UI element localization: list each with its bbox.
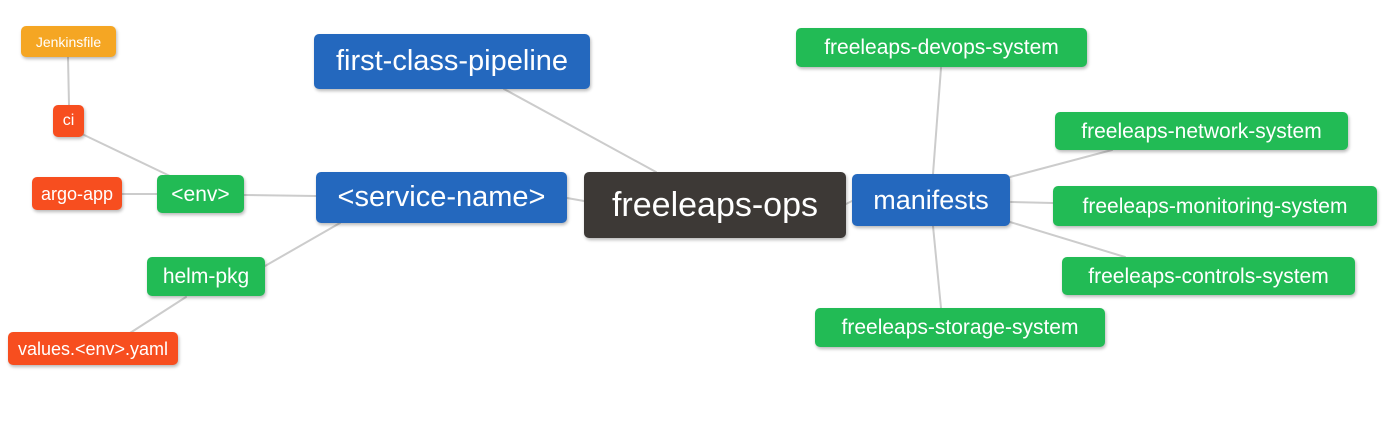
edge-first-class-pipeline-root bbox=[503, 88, 657, 173]
node-helm-pkg[interactable]: helm-pkg bbox=[147, 257, 265, 296]
edge-manifests-devops-system bbox=[932, 67, 942, 175]
edge-service-name-root bbox=[566, 197, 585, 202]
node-manifests[interactable]: manifests bbox=[852, 174, 1010, 226]
node-first-class-pipeline[interactable]: first-class-pipeline bbox=[314, 34, 590, 89]
edge-manifests-monitoring-system bbox=[1010, 201, 1054, 204]
node-ci[interactable]: ci bbox=[53, 105, 84, 137]
edge-helm-pkg-service-name bbox=[264, 222, 341, 267]
node-monitoring-system[interactable]: freeleaps-monitoring-system bbox=[1053, 186, 1377, 226]
node-values-env-yaml[interactable]: values.<env>.yaml bbox=[8, 332, 178, 365]
edge-root-manifests bbox=[845, 200, 853, 205]
edge-jenkinsfile-ci bbox=[67, 56, 70, 106]
node-argo-app[interactable]: argo-app bbox=[32, 177, 122, 210]
edge-env-service-name bbox=[243, 194, 317, 197]
node-devops-system[interactable]: freeleaps-devops-system bbox=[796, 28, 1087, 67]
edge-ci-env bbox=[81, 133, 173, 178]
node-root-freeleaps-ops[interactable]: freeleaps-ops bbox=[584, 172, 846, 238]
edge-manifests-network-system bbox=[1009, 149, 1113, 178]
edge-manifests-storage-system bbox=[932, 225, 942, 309]
node-jenkinsfile[interactable]: Jenkinsfile bbox=[21, 26, 116, 57]
edge-manifests-controls-system bbox=[1009, 221, 1126, 258]
edge-values-helm-pkg bbox=[129, 296, 187, 334]
node-controls-system[interactable]: freeleaps-controls-system bbox=[1062, 257, 1355, 295]
node-network-system[interactable]: freeleaps-network-system bbox=[1055, 112, 1348, 150]
node-env[interactable]: <env> bbox=[157, 175, 244, 213]
node-storage-system[interactable]: freeleaps-storage-system bbox=[815, 308, 1105, 347]
node-service-name[interactable]: <service-name> bbox=[316, 172, 567, 223]
